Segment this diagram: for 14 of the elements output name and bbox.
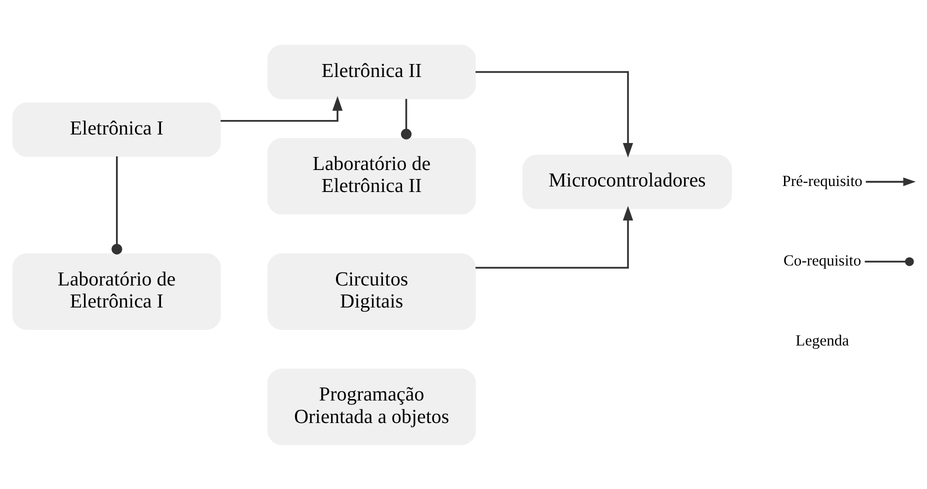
- legend-label: Co-requisito: [784, 252, 862, 270]
- node-box: Circuitos Digitais: [267, 252, 476, 330]
- arrow: [476, 70, 634, 158]
- connector: [112, 156, 122, 254]
- node-box: Laboratório de Eletrônica II: [267, 138, 476, 214]
- arrow: [220, 96, 343, 122]
- node-box: Eletrônica II: [267, 44, 476, 99]
- legend-label: Pré-requisito: [782, 172, 862, 190]
- connector: [400, 98, 412, 139]
- label: Legenda: [796, 332, 850, 350]
- arrow: [476, 205, 634, 268]
- node-box: Laboratório de Eletrônica I: [12, 252, 221, 330]
- node-box: Eletrônica I: [12, 102, 221, 156]
- node-box: Microcontroladores: [522, 154, 732, 208]
